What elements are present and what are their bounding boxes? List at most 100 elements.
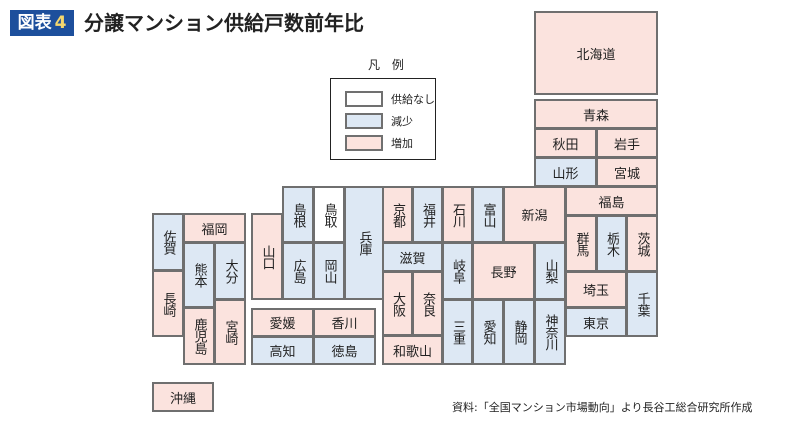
prefecture-label: 富山 xyxy=(480,202,496,227)
prefecture-tile-tottori: 鳥取 xyxy=(313,186,345,243)
prefecture-label: 石川 xyxy=(450,202,465,227)
prefecture-label: 岩手 xyxy=(613,137,640,153)
legend-swatch xyxy=(345,113,383,129)
prefecture-label: 沖縄 xyxy=(169,391,196,407)
prefecture-label: 愛媛 xyxy=(269,317,296,332)
prefecture-tile-aomori: 青森 xyxy=(534,99,658,129)
prefecture-tile-yamaguchi: 山口 xyxy=(251,213,283,300)
prefecture-label: 高知 xyxy=(269,345,296,360)
prefecture-tile-kanagawa: 神奈川 xyxy=(534,299,566,365)
prefecture-label: 岡山 xyxy=(321,259,337,283)
prefecture-label: 滋賀 xyxy=(399,251,426,267)
prefecture-tile-okayama: 岡山 xyxy=(313,242,345,300)
prefecture-label: 大阪 xyxy=(390,291,405,316)
prefecture-label: 宮崎 xyxy=(222,320,238,344)
prefecture-tile-gunma: 群馬 xyxy=(565,215,597,272)
prefecture-tile-chiba: 千葉 xyxy=(626,271,658,337)
prefecture-label: 福島 xyxy=(598,195,625,211)
prefecture-label: 佐賀 xyxy=(160,230,176,254)
prefecture-label: 徳島 xyxy=(331,345,358,360)
legend-label: 供給なし xyxy=(391,93,435,106)
prefecture-label: 奈良 xyxy=(420,291,435,316)
prefecture-tile-niigata: 新潟 xyxy=(503,186,566,243)
prefecture-label: 茨城 xyxy=(634,231,650,256)
prefecture-tile-ibaraki: 茨城 xyxy=(626,215,658,272)
prefecture-tile-toyama: 富山 xyxy=(472,186,504,243)
legend-title: 凡 例 xyxy=(368,58,408,72)
prefecture-tile-mie: 三重 xyxy=(442,299,473,365)
prefecture-tile-shimane: 島根 xyxy=(282,186,314,243)
prefecture-label: 宮城 xyxy=(613,166,640,182)
prefecture-tile-osaka: 大阪 xyxy=(382,271,413,336)
prefecture-tile-fukushima: 福島 xyxy=(565,186,658,216)
legend-label: 増加 xyxy=(391,137,413,150)
prefecture-label: 鹿児島 xyxy=(191,318,207,354)
badge-number: 4 xyxy=(54,13,67,33)
prefecture-tile-gifu: 岐阜 xyxy=(442,242,473,300)
prefecture-label: 青森 xyxy=(582,108,609,124)
prefecture-label: 福岡 xyxy=(201,222,228,238)
prefecture-tile-aichi: 愛知 xyxy=(472,299,504,365)
prefecture-label: 熊本 xyxy=(191,263,207,287)
prefecture-tile-kumamoto: 熊本 xyxy=(183,242,215,308)
prefecture-tile-ehime: 愛媛 xyxy=(251,308,314,337)
prefecture-label: 秋田 xyxy=(552,137,579,153)
prefecture-tile-oita: 大分 xyxy=(214,242,246,300)
prefecture-tile-wakayama: 和歌山 xyxy=(382,335,443,365)
figure-title: 分譲マンション供給戸数前年比 xyxy=(84,11,364,35)
prefecture-label: 東京 xyxy=(582,316,609,332)
prefecture-tile-fukuoka: 福岡 xyxy=(183,213,246,243)
prefecture-tile-nara: 奈良 xyxy=(412,271,443,336)
prefecture-label: 山梨 xyxy=(542,259,558,283)
prefecture-label: 新潟 xyxy=(521,209,548,224)
prefecture-label: 島根 xyxy=(290,202,306,227)
prefecture-tile-miyazaki: 宮崎 xyxy=(214,299,246,365)
prefecture-label: 山形 xyxy=(552,166,579,182)
prefecture-label: 千葉 xyxy=(634,292,650,316)
prefecture-tile-kochi: 高知 xyxy=(251,336,314,365)
prefecture-tile-hokkaido: 北海道 xyxy=(534,11,658,95)
prefecture-tile-nagasaki: 長崎 xyxy=(152,270,184,337)
legend-item-increase: 増加 xyxy=(345,135,413,151)
legend-swatch xyxy=(345,135,383,151)
prefecture-label: 長崎 xyxy=(160,291,176,316)
prefecture-label: 和歌山 xyxy=(392,344,432,360)
badge-label: 図表 xyxy=(17,13,52,33)
prefecture-label: 福井 xyxy=(420,202,435,227)
prefecture-label: 北海道 xyxy=(576,47,616,63)
prefecture-tile-kyoto: 京都 xyxy=(382,186,413,243)
prefecture-tile-kagoshima: 鹿児島 xyxy=(183,307,215,365)
legend-item-decrease: 減少 xyxy=(345,113,413,129)
prefecture-label: 愛知 xyxy=(480,320,496,344)
source-note: 資料:「全国マンション市場動向」より長谷工総合研究所作成 xyxy=(452,401,753,414)
prefecture-tile-shizuoka: 静岡 xyxy=(503,299,535,365)
prefecture-label: 栃木 xyxy=(604,231,619,256)
prefecture-tile-ishikawa: 石川 xyxy=(442,186,473,243)
prefecture-tile-akita: 秋田 xyxy=(534,128,597,158)
prefecture-tile-shiga: 滋賀 xyxy=(382,242,443,272)
prefecture-label: 香川 xyxy=(331,317,358,332)
prefecture-label: 広島 xyxy=(290,259,306,283)
legend-label: 減少 xyxy=(391,115,413,128)
prefecture-tile-yamagata: 山形 xyxy=(534,157,597,187)
prefecture-label: 大分 xyxy=(222,259,238,283)
prefecture-tile-tochigi: 栃木 xyxy=(596,215,627,272)
prefecture-label: 群馬 xyxy=(573,231,589,256)
prefecture-tile-saitama: 埼玉 xyxy=(565,271,627,308)
prefecture-label: 岐阜 xyxy=(450,259,465,283)
prefecture-label: 山口 xyxy=(259,244,275,269)
prefecture-tile-yamanashi: 山梨 xyxy=(534,242,566,300)
prefecture-tile-okinawa: 沖縄 xyxy=(152,382,214,412)
prefecture-label: 神奈川 xyxy=(542,314,558,350)
prefecture-label: 埼玉 xyxy=(582,284,609,299)
prefecture-label: 京都 xyxy=(390,202,405,227)
prefecture-tile-fukui: 福井 xyxy=(412,186,443,243)
prefecture-tile-hiroshima: 広島 xyxy=(282,242,314,300)
prefecture-tile-hyogo: 兵庫 xyxy=(344,186,384,300)
prefecture-tile-tokyo: 東京 xyxy=(565,307,627,337)
prefecture-tile-iwate: 岩手 xyxy=(596,128,658,158)
legend-item-none: 供給なし xyxy=(345,91,435,107)
legend-swatch xyxy=(345,91,383,107)
